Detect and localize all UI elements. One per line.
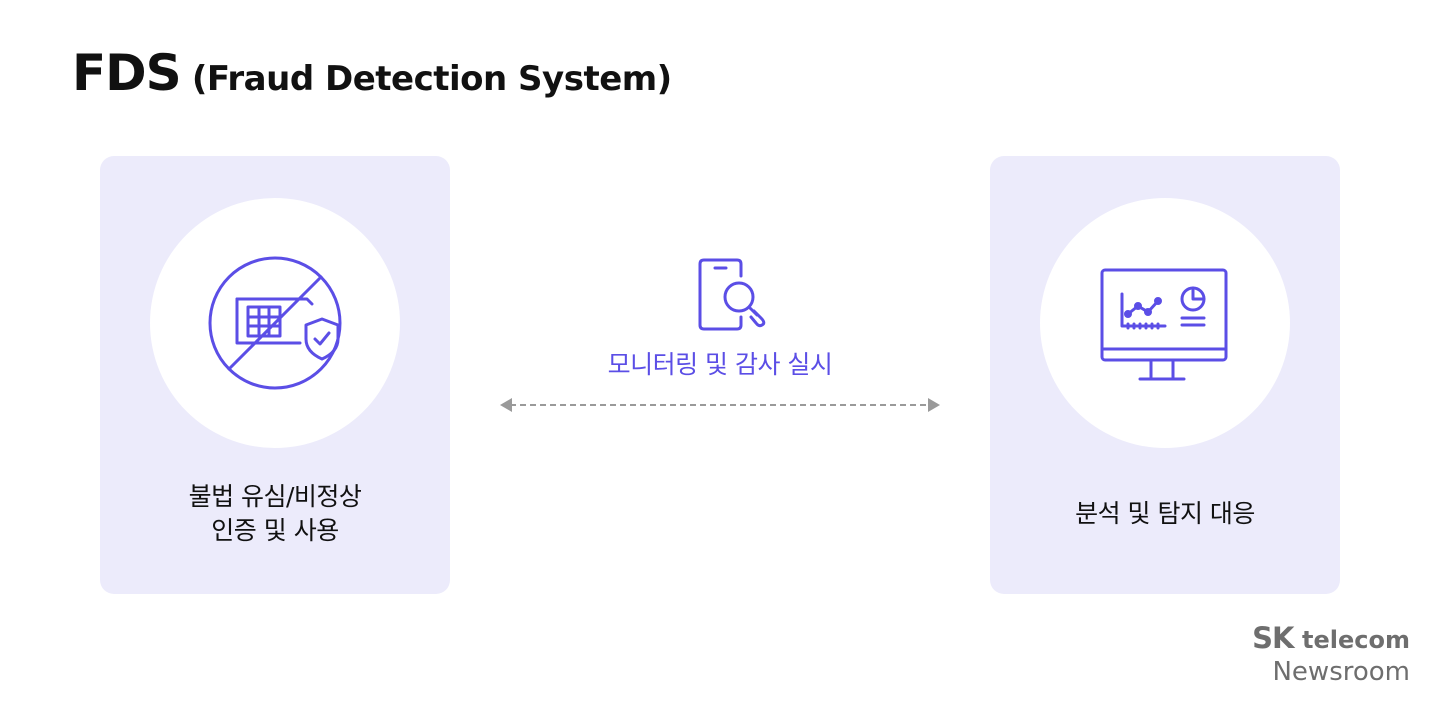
brand-newsroom: Newsroom [1272,657,1410,687]
title-subtitle: (Fraud Detection System) [191,59,672,99]
page-title: FDS (Fraud Detection System) [72,48,672,98]
title-main: FDS [72,44,182,102]
analysis-icon-circle [1040,198,1290,448]
analysis-response-label: 분석 및 탐지 대응 [1075,499,1255,528]
monitor-analytics-icon [1100,268,1228,381]
monitoring-connector: 모니터링 및 감사 실시 [480,250,960,420]
brand-top-line: SK telecom [1252,624,1410,653]
brand-telecom: telecom [1302,626,1410,654]
monitoring-label: 모니터링 및 감사 실시 [607,350,833,379]
analysis-response-card: 분석 및 탐지 대응 [990,156,1340,594]
brand-sk: SK [1252,621,1294,655]
forbidden-sim-shield-icon [208,256,342,390]
illegal-usim-label-line1: 불법 유심/비정상 [188,482,362,511]
illegal-usim-card: 불법 유심/비정상 인증 및 사용 [100,156,450,594]
illegal-usim-label: 불법 유심/비정상 인증 및 사용 [100,480,450,548]
bidirectional-dashed-arrow [500,398,940,412]
illegal-usim-icon-circle [150,198,400,448]
illegal-usim-label-line2: 인증 및 사용 [211,516,339,545]
sk-telecom-newsroom-logo: SK telecom Newsroom [1252,624,1410,687]
phone-magnifier-icon [698,258,766,331]
